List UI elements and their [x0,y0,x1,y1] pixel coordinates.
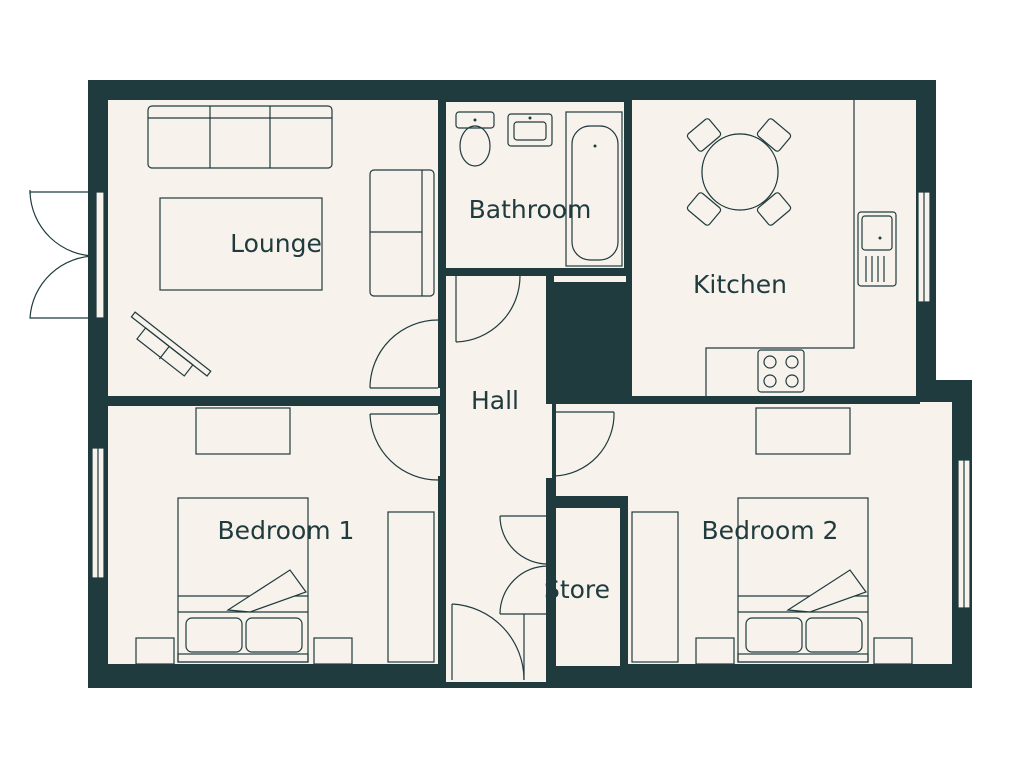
room-label-bedroom2: Bedroom 2 [702,516,839,545]
sofa [147,105,333,169]
room-label-kitchen: Kitchen [693,270,787,299]
kitchen-fixtures [686,100,897,396]
bedroom1-floor [108,406,440,664]
bedroom2-floor-top [556,402,952,496]
windows [29,190,971,609]
bedroom2-furniture [631,407,913,665]
bathroom-floor [446,102,624,268]
bedroom1-furniture [135,407,435,665]
bedside-table-left [695,637,735,665]
sink-icon [507,113,553,147]
room-labels: Lounge Bathroom Kitchen Hall Bedroom 1 B… [218,195,839,604]
room-floors [108,100,952,682]
store-floor [556,508,620,666]
kitchen-sink-icon [857,211,897,287]
coffee-table [159,197,323,291]
bedside-table-left [135,637,175,665]
bedside-table-right [313,637,353,665]
dresser [195,407,291,455]
interior-walls [108,100,920,688]
tv-icon [130,311,212,377]
room-label-bedroom1: Bedroom 1 [218,516,355,545]
armchair-sofa [369,169,435,297]
entry-door [446,603,528,688]
room-label-store: Store [544,575,610,604]
room-label-lounge: Lounge [230,229,322,258]
room-label-hall: Hall [471,386,519,415]
interior-doors [369,275,615,615]
wardrobe [387,511,435,663]
bathroom-fixtures [455,111,623,267]
chair-icon [686,118,792,226]
hall-floor-lower [446,402,546,682]
room-label-bathroom: Bathroom [469,195,592,224]
dresser [755,407,851,455]
bedside-table-right [873,637,913,665]
bathtub-icon [565,111,623,267]
lounge-furniture [130,105,435,377]
wardrobe [631,511,679,663]
bed-icon [177,497,309,663]
toilet-icon [455,111,495,129]
hall-floor-strip [546,402,552,492]
hob-icon [757,349,805,393]
bed-icon [737,497,869,663]
hall-floor-notch [546,276,626,282]
